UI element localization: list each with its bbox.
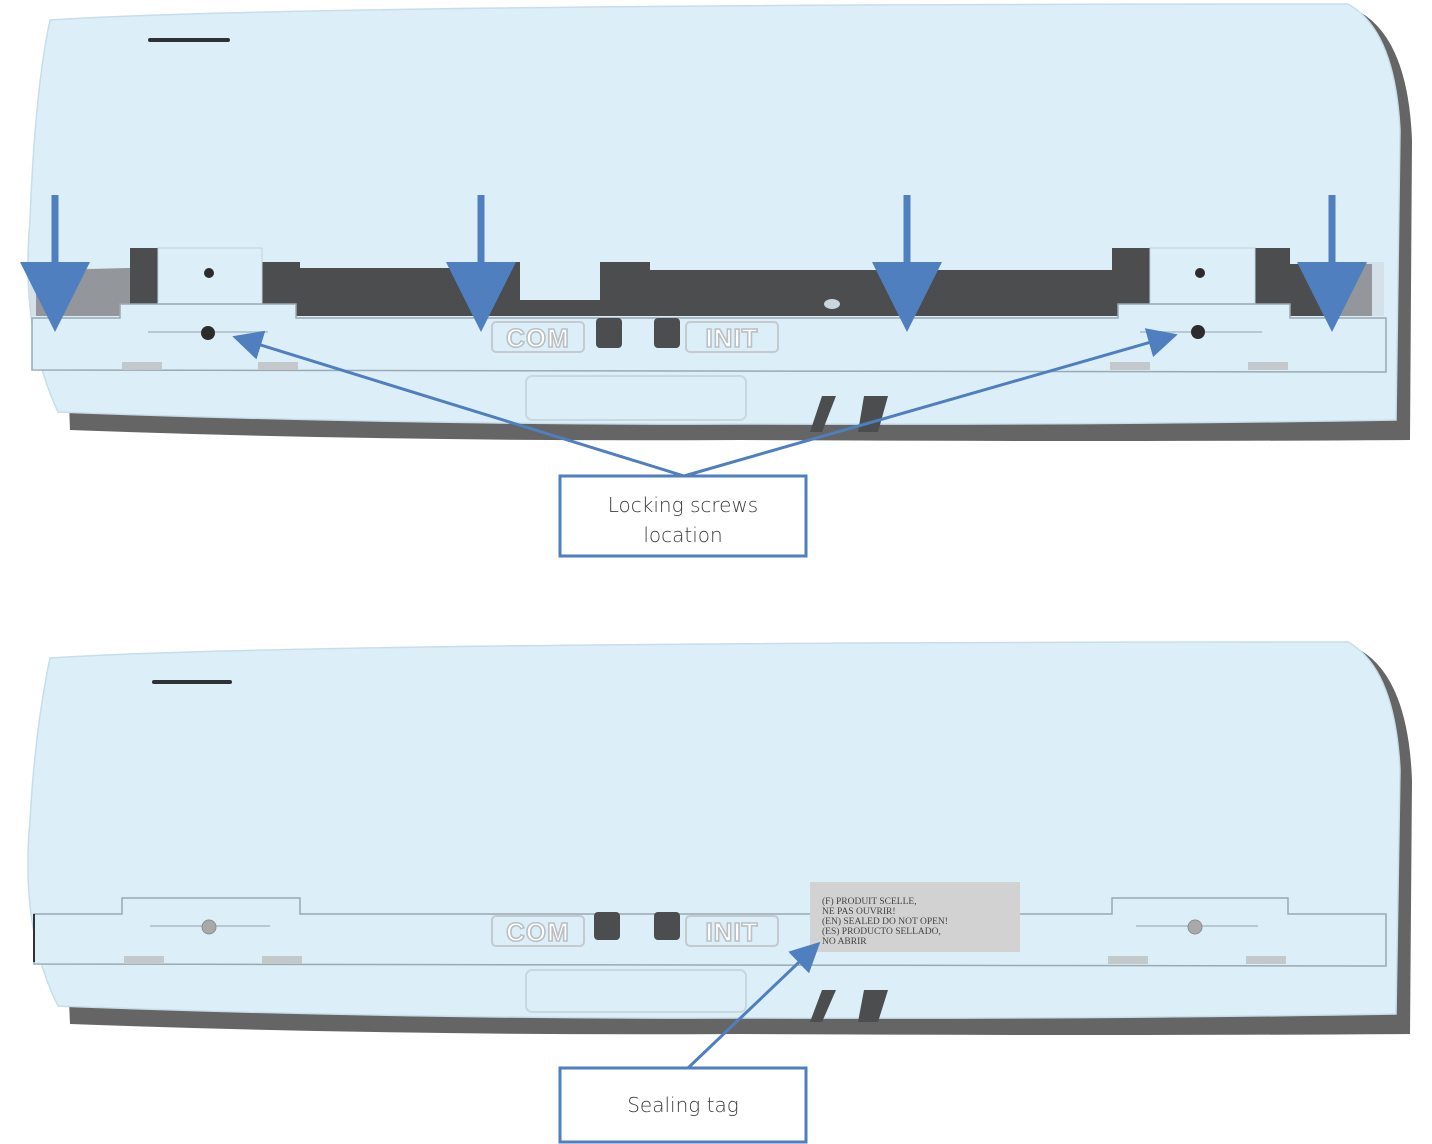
top-right-foot-2 bbox=[1248, 362, 1288, 370]
bottom-init-label: INIT bbox=[705, 917, 758, 947]
bottom-panel-notch-init bbox=[654, 912, 680, 940]
top-center-hole bbox=[824, 299, 840, 309]
bottom-bottom-plate bbox=[525, 969, 747, 1013]
bottom-left-sealed-screw bbox=[201, 919, 217, 935]
bottom-left-foot-2 bbox=[262, 956, 302, 964]
sealing-tag-line-5: NO ABRIR bbox=[822, 937, 867, 947]
top-rear-strip-right bbox=[1338, 262, 1384, 316]
top-callout-pointer-left bbox=[232, 330, 685, 478]
top-panel-notch-com bbox=[596, 318, 622, 348]
bottom-foot-left bbox=[810, 990, 836, 1022]
top-rear-strip-left bbox=[30, 268, 130, 316]
top-front-panel bbox=[31, 303, 1387, 373]
sealing-tag-line-4: (ES) PRODUCTO SELLADO, bbox=[822, 926, 941, 937]
sealing-tag-line-2: NE PAS OUVRIR! bbox=[822, 907, 896, 917]
bottom-com-port-frame bbox=[491, 915, 585, 947]
top-right-upper-hole bbox=[1195, 268, 1205, 278]
top-init-label: INIT bbox=[705, 323, 758, 353]
top-init-port-frame bbox=[685, 321, 779, 353]
top-left-foot bbox=[122, 362, 162, 370]
bottom-device-view: COM INIT (F) PRODUIT SCELLE, NE PAS OUVR… bbox=[27, 641, 1412, 1144]
top-com-port-frame bbox=[491, 321, 585, 353]
top-right-locking-screw bbox=[1191, 325, 1205, 339]
bottom-front-panel bbox=[33, 897, 1387, 967]
top-panel-notch-init bbox=[654, 318, 680, 348]
bottom-com-label: COM bbox=[506, 917, 570, 947]
top-left-foot-2 bbox=[258, 362, 298, 370]
bottom-foot-right bbox=[858, 990, 888, 1022]
sealing-tag-line-1: (F) PRODUIT SCELLE, bbox=[822, 896, 917, 907]
sealing-tag-callout-label: Sealing tag bbox=[627, 1093, 739, 1117]
top-bottom-plate bbox=[525, 375, 747, 421]
sealing-tag-callout-box bbox=[558, 1066, 808, 1144]
bottom-panel-notch-com bbox=[594, 912, 620, 940]
bottom-left-foot bbox=[124, 956, 164, 964]
bottom-right-foot bbox=[1108, 956, 1148, 964]
bottom-right-foot-2 bbox=[1246, 956, 1286, 964]
top-internal-cavity bbox=[36, 248, 1372, 316]
top-bottom-foot-left bbox=[810, 396, 836, 432]
top-left-upper-hole bbox=[204, 268, 214, 278]
bottom-right-sealed-screw bbox=[1187, 919, 1203, 935]
sealing-tag-pointer bbox=[686, 941, 821, 1070]
top-com-label: COM bbox=[506, 323, 570, 353]
bottom-handle-slot bbox=[152, 680, 232, 684]
sealing-tag bbox=[810, 882, 1020, 952]
locking-screws-callout-box bbox=[558, 474, 808, 558]
top-callout-pointer-right bbox=[683, 328, 1178, 478]
locking-screws-callout-line2: location bbox=[643, 523, 722, 547]
sealing-tag-line-3: (EN) SEALED DO NOT OPEN! bbox=[822, 916, 948, 927]
top-device-view: COM INIT Locking screws location bbox=[20, 3, 1412, 558]
top-left-locking-screw bbox=[201, 326, 215, 340]
bottom-init-port-frame bbox=[685, 915, 779, 947]
top-right-foot bbox=[1110, 362, 1150, 370]
locking-screws-callout-line1: Locking screws bbox=[608, 493, 758, 517]
top-handle-slot bbox=[148, 38, 230, 42]
